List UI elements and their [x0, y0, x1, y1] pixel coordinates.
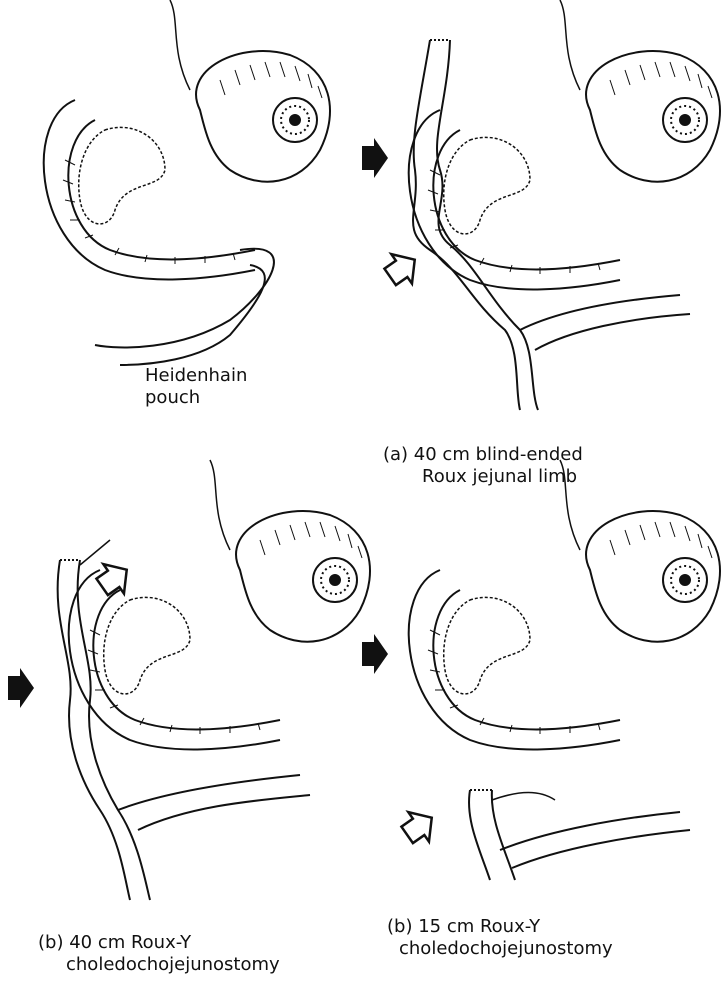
panel-roux-y-15-drawing: [362, 460, 720, 880]
panel-heidenhain-drawing: [44, 0, 330, 365]
solid-arrow-icon: [362, 138, 388, 178]
caption-line: (b) 40 cm Roux-Y: [38, 932, 280, 954]
panel-roux-y-40-drawing: [8, 460, 370, 900]
panel-roux-40-blind-drawing: [362, 0, 720, 410]
caption-heidenhain: Heidenhain pouch: [145, 365, 247, 409]
caption-roux-40-blind: (a) 40 cm blind-ended Roux jejunal limb: [383, 444, 583, 488]
caption-roux-y-40: (b) 40 cm Roux-Y choledochojejunostomy: [38, 932, 280, 976]
caption-line: Heidenhain: [145, 365, 247, 387]
solid-arrow-icon: [362, 634, 388, 674]
caption-line: choledochojejunostomy: [38, 954, 280, 976]
caption-line: choledochojejunostomy: [387, 938, 613, 960]
caption-roux-y-15: (b) 15 cm Roux-Y choledochojejunostomy: [387, 916, 613, 960]
hollow-arrow-icon: [397, 803, 442, 850]
caption-line: (b) 15 cm Roux-Y: [387, 916, 613, 938]
hollow-arrow-icon: [380, 245, 425, 292]
solid-arrow-icon: [8, 668, 34, 708]
caption-line: pouch: [145, 387, 247, 409]
caption-line: Roux jejunal limb: [383, 466, 583, 488]
caption-line: (a) 40 cm blind-ended: [383, 444, 583, 466]
